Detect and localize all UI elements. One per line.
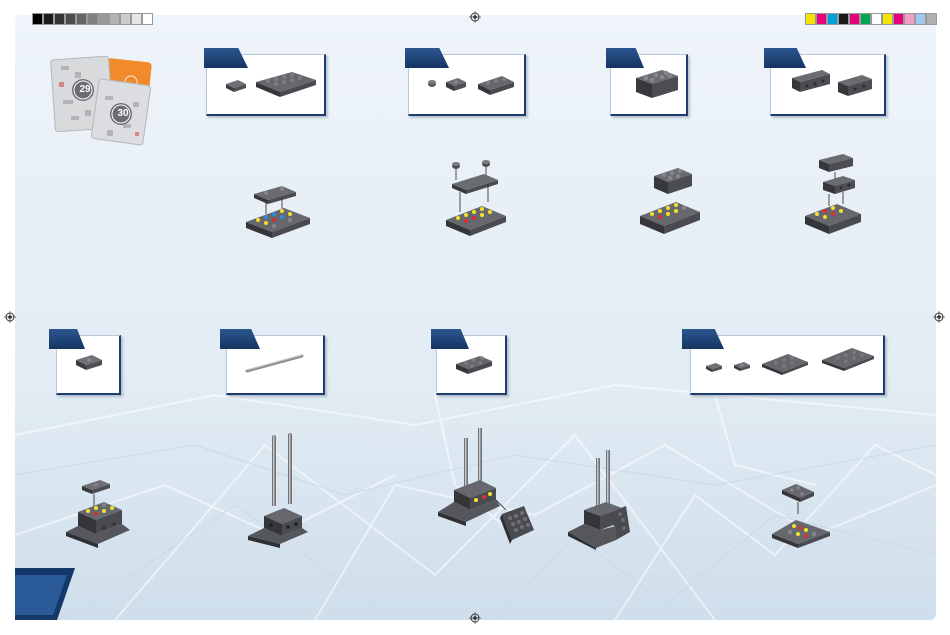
gray-swatch: [65, 13, 76, 25]
color-calibration-strip: [805, 13, 937, 25]
step-6-parts: [244, 352, 306, 374]
gray-swatch: [54, 13, 65, 25]
step-4-parts: [788, 68, 878, 98]
color-swatch: [904, 13, 915, 25]
registration-mark-top: [469, 11, 481, 23]
step-2-parts: [424, 70, 519, 98]
step-7-assembly-b: [566, 448, 632, 552]
gray-swatch: [87, 13, 98, 25]
bag-number-30: 30: [115, 108, 131, 119]
color-swatch: [849, 13, 860, 25]
step-8-parts: [704, 344, 876, 376]
registration-mark-right: [933, 311, 945, 323]
step-8-assembly: [768, 480, 838, 552]
step-1-assembly: [244, 178, 314, 242]
color-swatch: [816, 13, 827, 25]
gray-swatch: [142, 13, 153, 25]
step-5-assembly: [64, 476, 132, 550]
color-swatch: [871, 13, 882, 25]
gray-swatch: [43, 13, 54, 25]
registration-mark-left: [4, 311, 16, 323]
color-swatch: [893, 13, 904, 25]
color-swatch: [827, 13, 838, 25]
gray-swatch: [98, 13, 109, 25]
parts-bags-illustration: [45, 52, 155, 147]
step-5-parts: [74, 352, 104, 372]
color-swatch: [882, 13, 893, 25]
color-swatch: [838, 13, 849, 25]
step-2-assembly: [444, 158, 508, 240]
step-7-parts: [454, 352, 494, 376]
color-swatch: [860, 13, 871, 25]
step-1-parts: [222, 70, 317, 100]
step-7-assembly-a: [436, 426, 536, 552]
gray-swatch: [32, 13, 43, 25]
color-swatch: [915, 13, 926, 25]
color-swatch: [805, 13, 816, 25]
gray-swatch: [76, 13, 87, 25]
step-3-parts: [632, 68, 682, 100]
registration-mark-bottom: [469, 612, 481, 624]
step-6-assembly: [244, 432, 310, 550]
gray-swatch: [120, 13, 131, 25]
grayscale-calibration-strip: [32, 13, 153, 25]
gray-swatch: [109, 13, 120, 25]
step-4-assembly: [803, 152, 863, 238]
gray-swatch: [131, 13, 142, 25]
step-3-assembly: [638, 166, 704, 238]
color-swatch: [926, 13, 937, 25]
bag-number-29: 29: [77, 84, 93, 95]
